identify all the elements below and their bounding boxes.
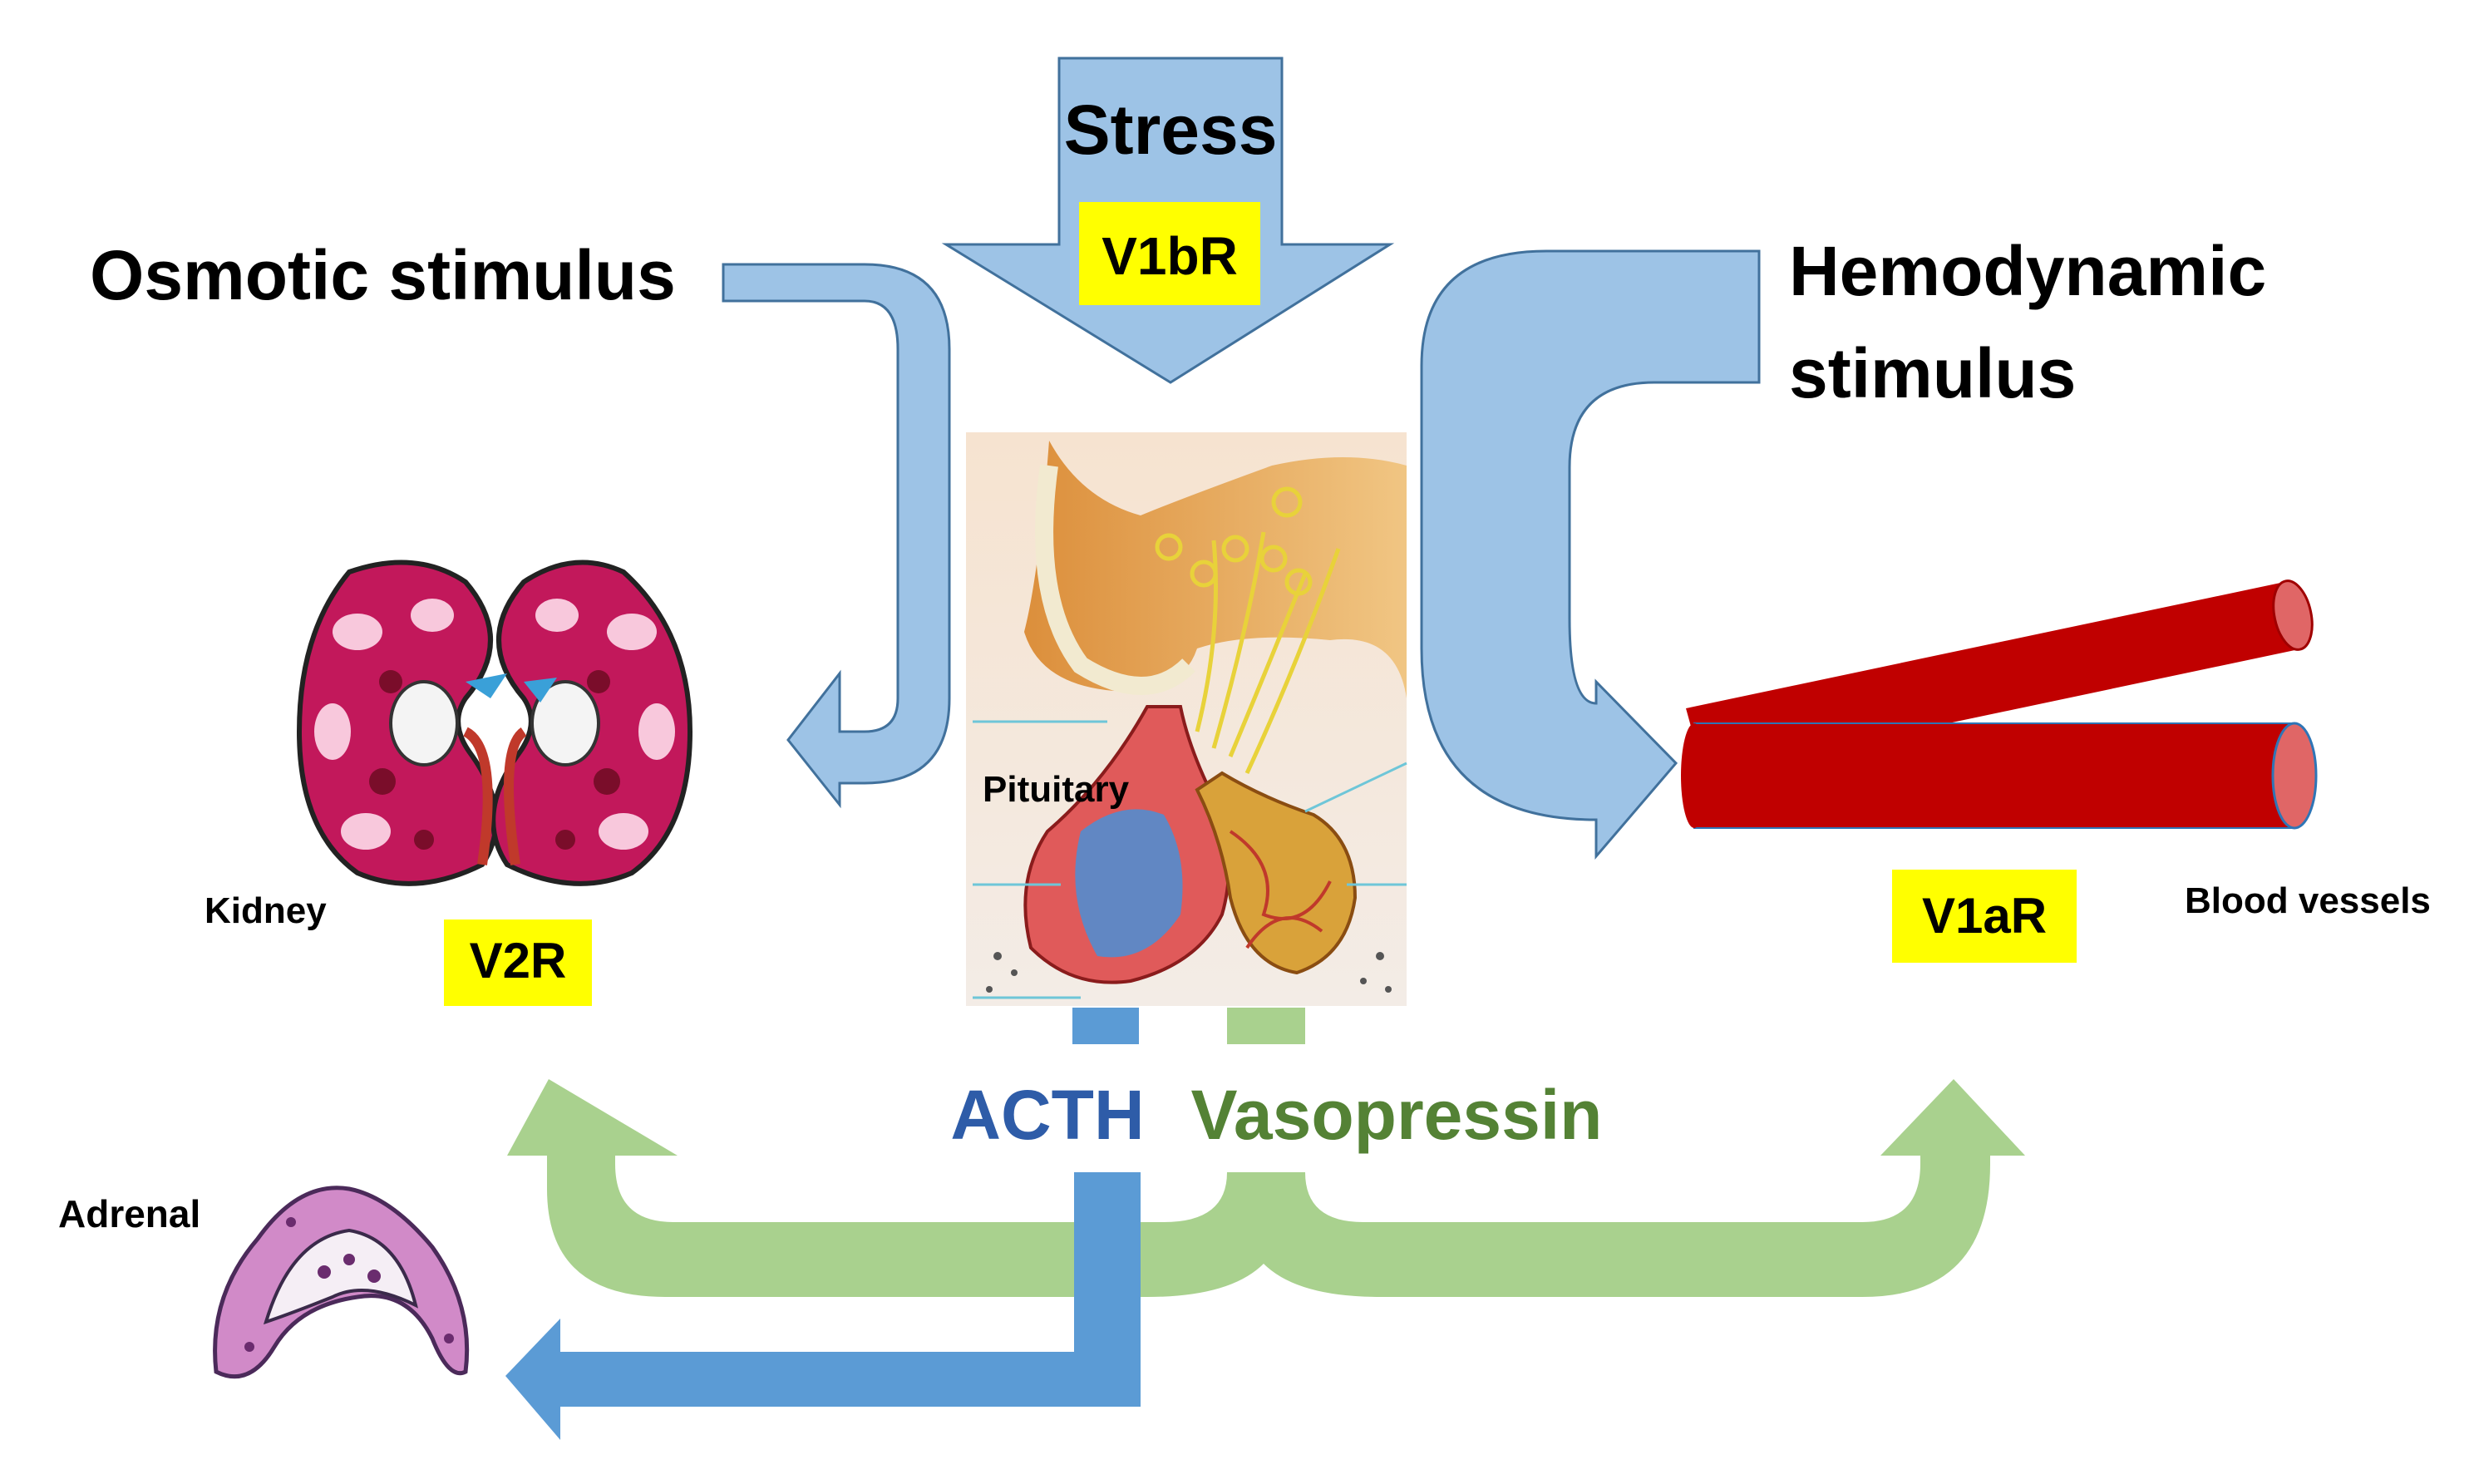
pituitary-illustration	[966, 432, 1407, 1006]
v2r-label: V2R	[470, 933, 567, 989]
hemodynamic-arrow	[1420, 249, 1761, 860]
v1br-label: V1bR	[1102, 226, 1238, 286]
pituitary-label: Pituitary	[983, 769, 1130, 810]
v1br-highlight	[1079, 202, 1260, 305]
osmotic-arrow	[722, 263, 951, 809]
adrenal-label: Adrenal	[58, 1192, 200, 1235]
osmotic-label: Osmotic stimulus	[90, 236, 676, 314]
blood-vessels-illustration	[1681, 579, 2318, 830]
vasopressin-arrow	[507, 1079, 2025, 1297]
v2r-highlight	[444, 919, 592, 1006]
adrenal-illustration	[213, 1186, 470, 1379]
hemodynamic-label-line2: stimulus	[1789, 334, 2076, 412]
vasopressin-connector	[1227, 1008, 1305, 1044]
vasopressin-label: Vasopressin	[1191, 1076, 1603, 1154]
v1ar-label: V1aR	[1922, 888, 2047, 944]
kidney-label: Kidney	[205, 890, 327, 931]
acth-arrow	[505, 1172, 1141, 1440]
acth-label: ACTH	[950, 1076, 1144, 1154]
stress-label: Stress	[1064, 91, 1278, 169]
hemodynamic-label-line1: Hemodynamic	[1789, 232, 2266, 310]
kidney-illustration	[296, 560, 693, 886]
v1ar-highlight	[1892, 870, 2077, 963]
acth-connector	[1072, 1008, 1139, 1044]
blood-vessels-label: Blood vessels	[2185, 880, 2431, 921]
